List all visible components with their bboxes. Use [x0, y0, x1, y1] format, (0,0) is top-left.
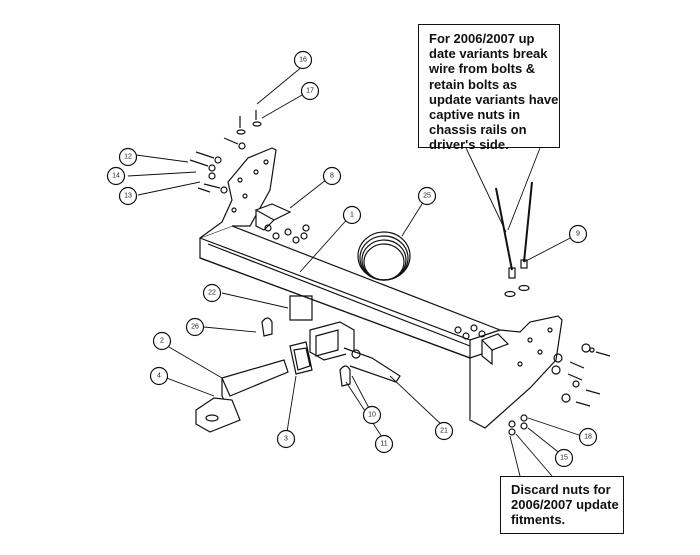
label-3: 3 — [284, 436, 288, 443]
label-8: 8 — [330, 173, 334, 180]
break-wires-9 — [495, 181, 533, 298]
note-line: chassis rails on — [429, 122, 527, 138]
label-22: 22 — [208, 290, 216, 297]
tow-ball-mount — [195, 359, 289, 433]
nuts-cluster — [264, 224, 486, 340]
note-line: retain bolts as — [429, 76, 518, 92]
leader-lines — [127, 65, 586, 477]
note-break-wire: For 2006/2007 up date variants break wir… — [418, 24, 560, 152]
wiring-coil-25 — [357, 231, 411, 281]
label-4: 4 — [157, 373, 161, 380]
label-2: 2 — [160, 338, 164, 345]
collar-3 — [289, 341, 313, 375]
label-14: 14 — [112, 173, 120, 180]
label-10: 10 — [368, 412, 376, 419]
label-9: 9 — [576, 231, 580, 238]
label-11: 11 — [380, 441, 387, 448]
label-25: 25 — [423, 193, 431, 200]
label-18: 18 — [584, 434, 592, 441]
label-16: 16 — [299, 57, 307, 64]
bolts-left — [189, 110, 262, 194]
label-15: 15 — [560, 455, 568, 462]
label-26: 26 — [191, 324, 199, 331]
part-label-circles — [106, 50, 598, 468]
note-line: wire from bolts & — [429, 61, 536, 77]
note-line: fitments. — [511, 512, 566, 528]
note-line: date variants break — [429, 46, 548, 62]
note-line: Discard nuts for — [511, 482, 611, 497]
shackle-10 — [339, 365, 351, 387]
main-crossbar — [199, 225, 501, 421]
note-discard-nuts: Discard nuts for 2006/2007 update fitmen… — [500, 476, 624, 534]
angle-bracket-8 — [254, 203, 292, 231]
bolts-right — [508, 343, 611, 436]
shackle-26 — [261, 317, 273, 337]
note-line: 2006/2007 update — [511, 497, 619, 513]
note-line: update variants have — [429, 91, 559, 107]
note-line: driver's side. — [429, 137, 509, 153]
right-mounting-bracket — [469, 315, 563, 429]
label-17: 17 — [306, 88, 314, 95]
angle-bracket-right — [480, 333, 510, 366]
label-13: 13 — [124, 193, 132, 200]
note-line: captive nuts in — [429, 107, 521, 123]
label-21: 21 — [440, 428, 448, 435]
note-line: For 2006/2007 up — [429, 31, 535, 46]
label-1: 1 — [350, 212, 354, 219]
label-12: 12 — [124, 154, 132, 161]
receiver-hitch — [289, 295, 401, 383]
